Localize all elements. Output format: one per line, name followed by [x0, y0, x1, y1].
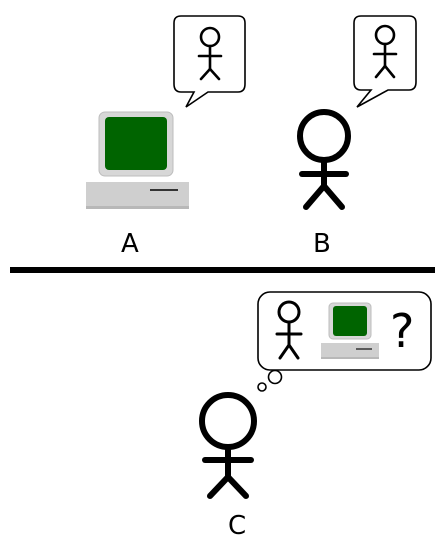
- stick-figure-interrogator-icon: [199, 392, 257, 499]
- computer-icon: [86, 111, 189, 209]
- speech-bubble-b: [353, 15, 417, 108]
- stick-figure-small-icon: [197, 26, 223, 81]
- question-mark: ?: [390, 304, 415, 358]
- thought-bubble: [257, 291, 432, 392]
- speech-bubble-a: [173, 15, 246, 108]
- thought-dot-large: [267, 369, 283, 385]
- stick-figure-small-icon: [275, 300, 303, 360]
- label-b: B: [313, 229, 331, 259]
- stick-figure-small-icon: [372, 24, 398, 79]
- computer-small-icon: [321, 302, 379, 359]
- stick-figure-human-icon: [297, 109, 351, 210]
- label-c: C: [228, 511, 247, 541]
- label-a: A: [121, 229, 139, 259]
- thought-dot-small: [257, 382, 267, 392]
